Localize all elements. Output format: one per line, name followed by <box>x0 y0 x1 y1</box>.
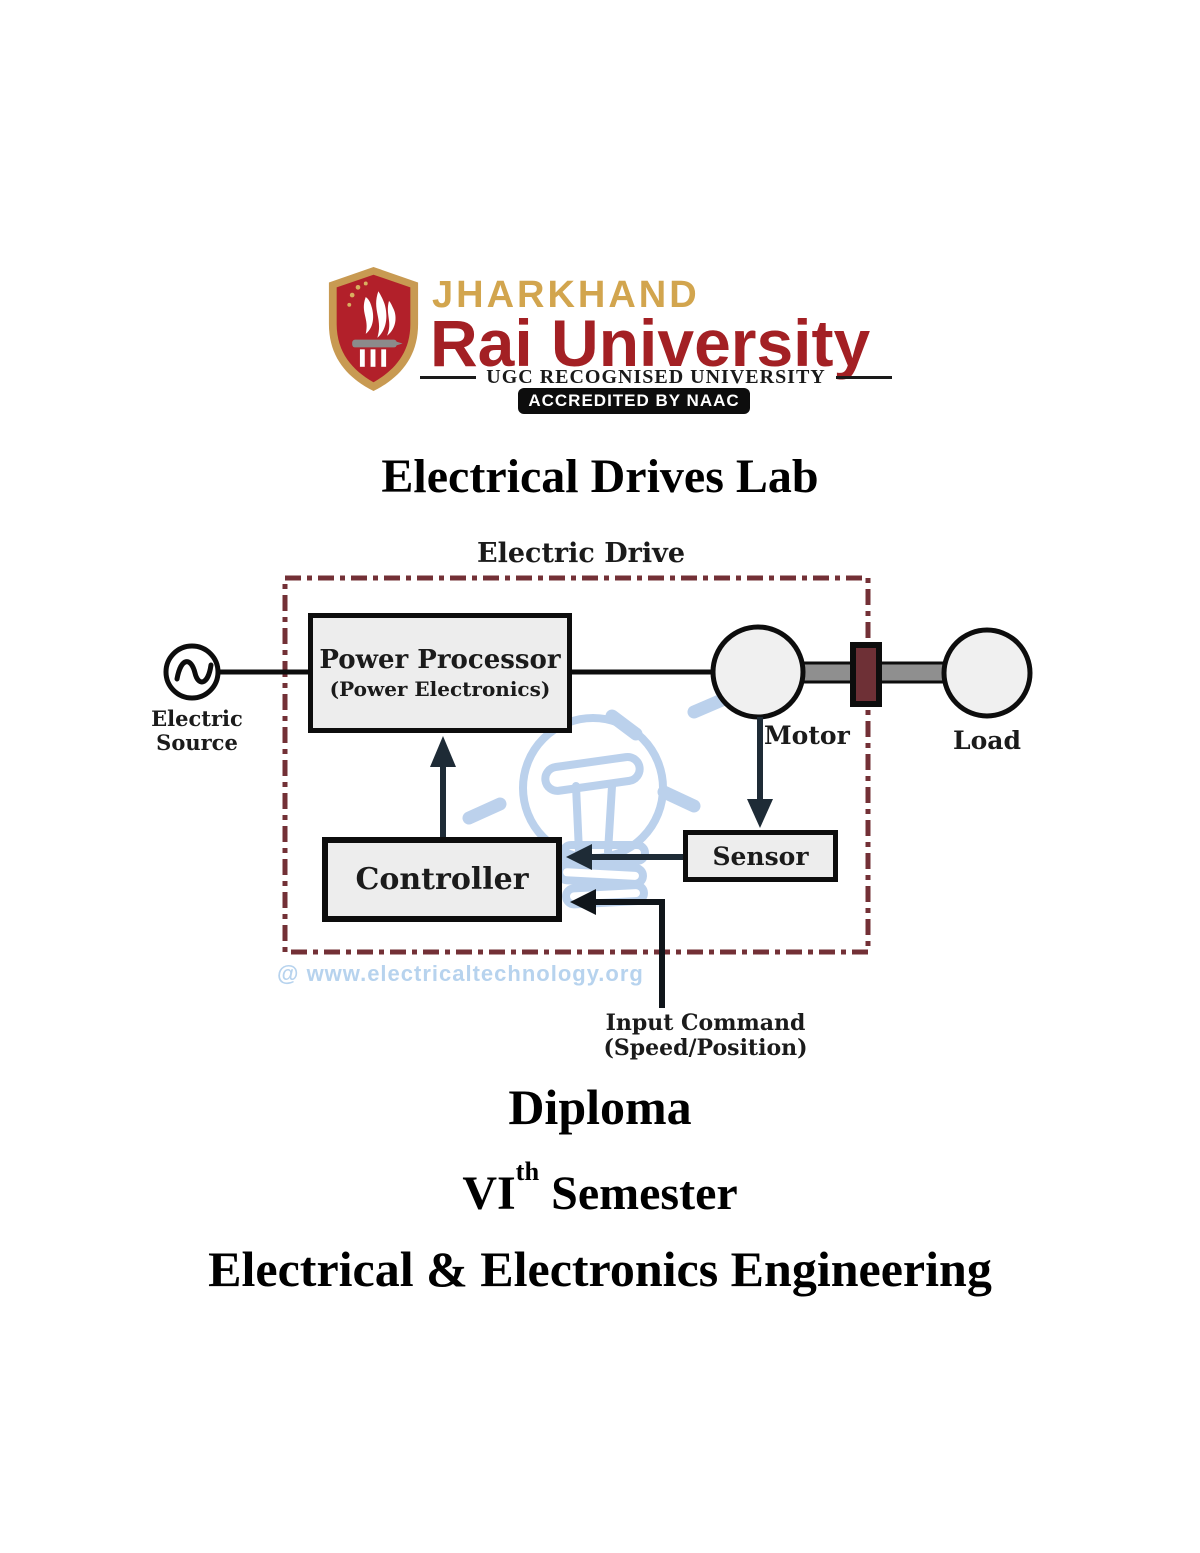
arrow-input-command <box>570 889 665 1008</box>
semester-number: VI <box>462 1167 516 1220</box>
department-title: Electrical & Electronics Engineering <box>208 1241 992 1297</box>
program-title: Diploma <box>508 1079 692 1135</box>
sensor-box: Sensor <box>683 830 838 882</box>
logo-university-state: JHARKHAND <box>432 274 700 316</box>
load-circle <box>941 627 1033 719</box>
logo-tagline-row: UGC RECOGNISED UNIVERSITY <box>420 366 892 389</box>
power-processor-box: Power Processor (Power Electronics) <box>308 613 572 733</box>
logo-tagline: UGC RECOGNISED UNIVERSITY <box>486 366 826 388</box>
tagline-rule-right <box>835 376 892 379</box>
arrow-motor-to-sensor <box>747 717 773 828</box>
input-command-label: Input Command (Speed/Position) <box>603 1010 808 1062</box>
diagram-title: Electric Drive <box>476 538 685 569</box>
watermark-text: @ www.electricaltechnology.org <box>277 961 644 986</box>
logo-university-name: Rai University <box>430 306 871 380</box>
power-processor-sublabel: (Power Electronics) <box>329 677 551 701</box>
controller-box: Controller <box>322 837 562 922</box>
power-processor-label: Power Processor <box>319 645 561 675</box>
motor-circle <box>710 624 806 720</box>
arrow-controller-to-processor <box>430 736 456 838</box>
drive-boundary-box <box>282 575 871 955</box>
electric-drive-diagram: Electric Drive Power Processor (Power El… <box>151 538 1033 1062</box>
tagline-rule-left <box>420 376 477 379</box>
page-title: Electrical Drives Lab <box>381 450 819 503</box>
university-logo: JHARKHAND Rai University UGC RECOGNISED … <box>325 264 892 416</box>
semester-ordinal: th <box>515 1156 540 1187</box>
motor-label: Motor <box>764 721 850 750</box>
naac-badge: ACCREDITED BY NAAC <box>518 388 750 414</box>
ac-source-icon <box>163 643 221 701</box>
naac-badge-label: ACCREDITED BY NAAC <box>528 391 740 410</box>
electric-source-label: Electric Source <box>151 706 243 756</box>
shaft-coupling <box>850 642 882 707</box>
semester-title: VIth Semester <box>0 1156 1200 1221</box>
diagram-graphics <box>163 575 1033 1008</box>
university-shield-icon <box>328 266 419 392</box>
controller-label: Controller <box>355 862 529 897</box>
arrow-sensor-to-controller <box>566 844 683 870</box>
semester-word: Semester <box>539 1167 738 1220</box>
load-label: Load <box>953 726 1021 755</box>
sensor-label: Sensor <box>712 841 809 871</box>
